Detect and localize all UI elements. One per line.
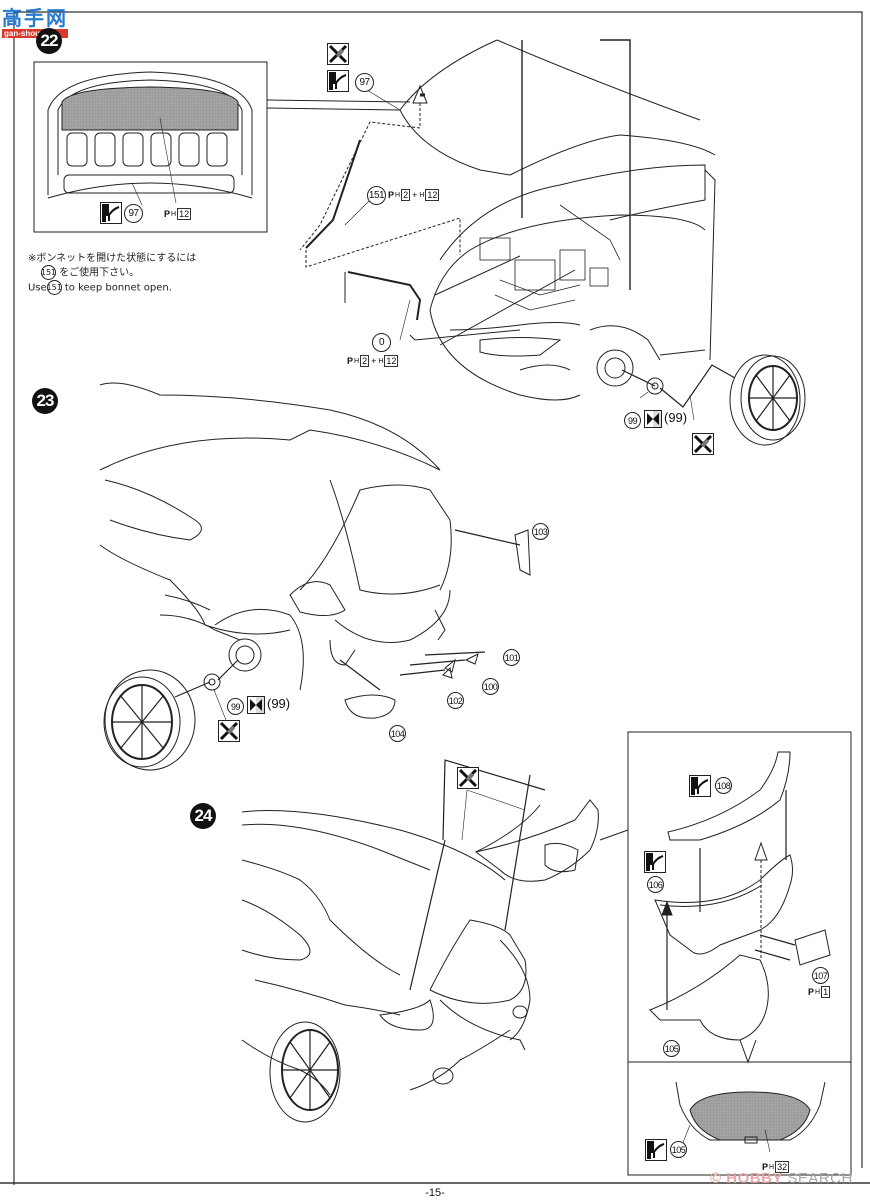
no-glue-icon <box>218 720 240 742</box>
part-number-100: 100 <box>482 678 499 695</box>
ph-ref: 12 <box>177 208 192 220</box>
painted-decal-icon <box>644 851 666 873</box>
painted-decal-icon <box>689 775 711 797</box>
painted-decal-icon <box>645 1139 667 1161</box>
painted-decal-icon <box>327 70 349 92</box>
ph-label: P <box>388 190 395 200</box>
step-number-23: 23 <box>32 388 58 414</box>
ph-ref: 12 <box>425 189 440 201</box>
ph-label: P <box>164 209 171 219</box>
ph-sub: H <box>395 191 401 199</box>
wheel-cap-part-number: 99 <box>227 698 244 715</box>
part-number-104: 104 <box>389 725 406 742</box>
ph-ref: 12 <box>384 355 399 367</box>
watermark-logo-icon: © <box>710 1170 722 1187</box>
step22-detail-inset <box>33 61 411 233</box>
note-en-prefix: Use <box>28 282 47 294</box>
watermark-url: gan-shou.com <box>2 29 68 38</box>
half-fill-icon <box>247 696 265 714</box>
rod-part-number: 0 <box>372 333 391 352</box>
wheel-cap-part-number: 99 <box>624 412 641 429</box>
ph-plus: + <box>371 356 377 366</box>
no-glue-icon <box>457 767 479 789</box>
watermark-brand-2: SEARCH <box>787 1170 853 1187</box>
ph-label: P <box>808 987 815 997</box>
stay-part-number: 151 <box>367 186 386 205</box>
ph-label: P <box>347 356 354 366</box>
hobby-search-watermark: © HOBBY SEARCH <box>710 1170 853 1187</box>
no-glue-icon <box>692 433 714 455</box>
ph-sub: H <box>419 191 425 199</box>
site-watermark: 高手网 gan-shou.com <box>2 2 68 38</box>
ph-sub: H <box>354 357 360 365</box>
ph-sub: H <box>171 210 177 218</box>
watermark-brand: HOBBY <box>726 1170 783 1187</box>
ph-plus: + <box>412 190 418 200</box>
step-number-24: 24 <box>190 803 216 829</box>
part-number-108: 108 <box>715 777 732 794</box>
part-number-106: 106 <box>647 876 664 893</box>
watermark-chinese-text: 高手网 <box>2 6 68 30</box>
ph-sub: H <box>815 988 821 996</box>
step24-detail-inset <box>627 731 852 1176</box>
note-jp-line1: ※ボンネットを開けた状態にするには <box>28 253 197 264</box>
bonnet-part-number: 97 <box>355 73 374 92</box>
half-fill-icon <box>644 410 662 428</box>
ph-sub: H <box>378 357 384 365</box>
page-number: -15- <box>425 1187 445 1199</box>
part-number-105: 105 <box>670 1141 687 1158</box>
painted-decal-icon <box>100 202 122 224</box>
step24-assembly-drawing <box>241 759 629 1123</box>
page-frame <box>0 11 870 1185</box>
bonnet-open-note: ※ボンネットを開けた状態にするには 151 をご使用下さい。 Use151 to… <box>28 252 196 295</box>
ph-ref: 2 <box>401 189 411 201</box>
ph-sub: H <box>769 1163 775 1171</box>
note-jp-line2: をご使用下さい。 <box>59 267 140 279</box>
wheel-cap-part-paren: (99) <box>267 696 291 711</box>
note-en-suffix: to keep bonnet open. <box>64 282 172 294</box>
part-number-102: 102 <box>447 692 464 709</box>
part-number: 97 <box>124 204 143 223</box>
note-en-part-number: 151 <box>47 280 62 295</box>
ph-ref: 32 <box>775 1161 790 1173</box>
no-glue-icon <box>327 43 349 65</box>
note-part-number: 151 <box>41 265 56 280</box>
ph-ref: 2 <box>360 355 370 367</box>
part-number-101: 101 <box>503 649 520 666</box>
part-number-103: 103 <box>532 523 549 540</box>
wheel-cap-part-paren: (99) <box>664 410 688 425</box>
part-number-105: 105 <box>663 1040 680 1057</box>
step22-assembly-drawing <box>299 39 806 446</box>
ph-label: P <box>762 1162 769 1172</box>
step-number-22: 22 <box>36 28 62 54</box>
part-number-107: 107 <box>812 967 829 984</box>
ph-ref: 1 <box>821 986 831 998</box>
step23-assembly-drawing <box>99 382 531 771</box>
